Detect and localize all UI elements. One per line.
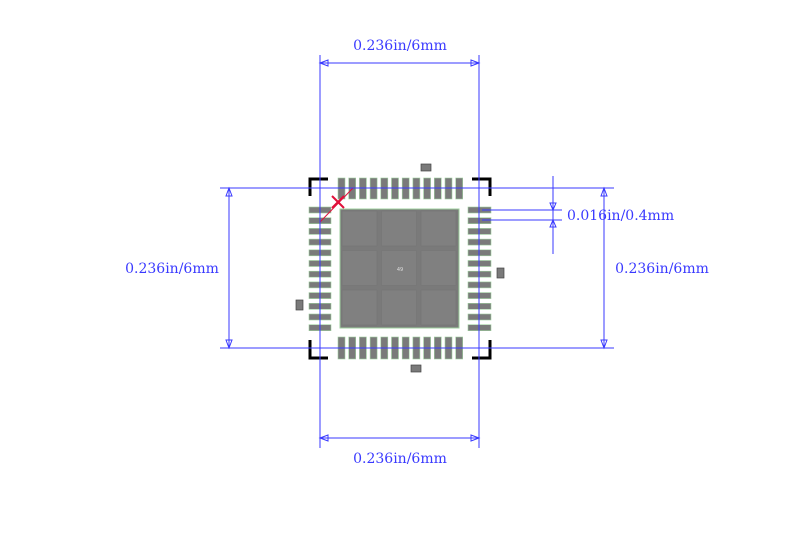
aux-pad-left [295,299,304,311]
center-pad-cell [420,250,457,286]
aux-pad-bottom [410,364,422,373]
center-pad-cell [341,289,378,326]
center-pad-cell [381,210,417,247]
dimension-lines [220,55,614,448]
corner-mark-bl [308,340,328,360]
corner-mark-br [472,340,492,360]
dimension-right-label: 0.236in/6mm [615,261,709,277]
center-pad-cell [341,210,378,247]
corner-marks [308,177,492,360]
center-pad-cell [420,289,457,326]
dimension-left-label: 0.236in/6mm [125,261,219,277]
dimension-bottom-label: 0.236in/6mm [353,451,447,467]
center-pad-cell [381,250,417,286]
dimension-pitch-label: 0.016in/0.4mm [567,208,674,224]
pin1-marker [319,187,354,223]
center-pad-label: 49 [397,267,403,273]
aux-pad-right [496,267,505,279]
corner-mark-tr [472,177,492,196]
aux-pad-top [420,163,432,172]
aux-pads [295,163,505,373]
center-pad-cell [420,210,457,247]
corner-mark-tl [308,177,328,196]
center-pad-cell [381,289,417,326]
center-pad-grid [341,210,457,326]
center-pad-cell [341,250,378,286]
dimension-top-label: 0.236in/6mm [353,38,447,54]
